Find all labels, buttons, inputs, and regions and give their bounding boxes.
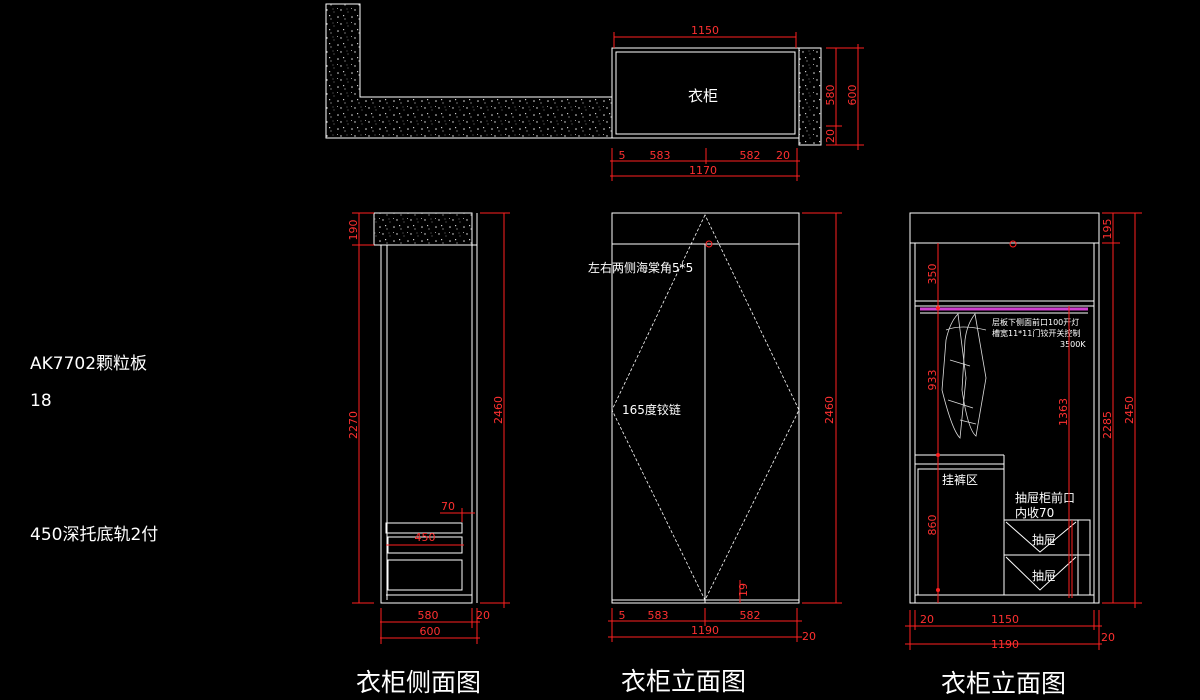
- plan-room-label: 衣柜: [688, 87, 718, 105]
- interior-dim-933: 933: [926, 370, 939, 391]
- front-note-mid: 165度铰链: [622, 402, 681, 417]
- interior-dim-1150: 1150: [991, 613, 1019, 626]
- interior-dim-860: 860: [926, 515, 939, 536]
- side-dim-2270: 2270: [347, 411, 360, 439]
- interior-view-title: 衣柜立面图: [941, 669, 1067, 698]
- front-dim-19: 19: [737, 583, 750, 597]
- material-note: AK7702颗粒板: [30, 354, 148, 374]
- side-dim-190: 190: [347, 220, 360, 241]
- rail-note: 450深托底轨2付: [30, 525, 159, 545]
- front-dim-1190: 1190: [691, 624, 719, 637]
- interior-dim-20-right: 20: [1101, 631, 1115, 644]
- plan-dim-1170: 1170: [689, 164, 717, 177]
- plan-dim-1150: 1150: [691, 24, 719, 37]
- front-dim-2460: 2460: [823, 396, 836, 424]
- drawer-note-2: 内收70: [1015, 506, 1054, 520]
- interior-dim-20-left: 20: [920, 613, 934, 626]
- side-dim-70: 70: [441, 500, 455, 513]
- side-dim-580: 580: [418, 609, 439, 622]
- plan-view: 衣柜 1150 580 600 20 5 583 582 20 1170: [325, 3, 864, 181]
- plan-wall: [325, 3, 613, 139]
- side-dim-600: 600: [420, 625, 441, 638]
- front-note-top: 左右两侧海棠角5*5: [588, 260, 693, 275]
- drawer-label-1: 抽屉: [1032, 533, 1056, 547]
- front-view-title: 衣柜立面图: [621, 667, 747, 696]
- side-view: 190 2270 2460 70 450 580 20 600: [347, 212, 510, 644]
- plan-dim-5: 5: [619, 149, 626, 162]
- drawer-note-1: 抽屉柜前口: [1015, 490, 1075, 505]
- side-top-wall: [373, 212, 473, 246]
- interior-dim-350: 350: [926, 264, 939, 285]
- plan-dim-20b: 20: [776, 149, 790, 162]
- plan-dim-583: 583: [650, 149, 671, 162]
- plan-dim-580: 580: [824, 85, 837, 106]
- front-diamond-pattern: [611, 214, 800, 601]
- plan-wall-right: [798, 47, 822, 146]
- interior-view: 层板下侧面前口100开灯 槽宽11*11门铰开关控制 3500K 挂裤区 抽屉柜…: [905, 212, 1142, 651]
- thickness-note: 18: [30, 391, 52, 411]
- front-view: 左右两侧海棠角5*5 165度铰链 2460 19 5 583 582 1190…: [588, 212, 842, 643]
- side-dim-2460: 2460: [492, 396, 505, 424]
- hanging-clothes-icon: [941, 313, 987, 439]
- interior-dim-1363: 1363: [1057, 398, 1070, 426]
- led-note-2: 槽宽11*11门铰开关控制: [992, 328, 1080, 338]
- side-view-title: 衣柜侧面图: [356, 668, 482, 697]
- plan-dim-20: 20: [824, 129, 837, 143]
- plan-dim-600: 600: [846, 85, 859, 106]
- interior-dim-195: 195: [1101, 219, 1114, 240]
- led-note-1: 层板下侧面前口100开灯: [992, 317, 1079, 327]
- plan-dim-582: 582: [740, 149, 761, 162]
- plan-wardrobe: [611, 47, 800, 139]
- front-dim-583: 583: [648, 609, 669, 622]
- front-dim-5: 5: [619, 609, 626, 622]
- side-dim-20: 20: [476, 609, 490, 622]
- interior-dim-2450: 2450: [1123, 396, 1136, 424]
- interior-dim-1190: 1190: [991, 638, 1019, 651]
- interior-dim-2285: 2285: [1101, 411, 1114, 439]
- led-note-3: 3500K: [1060, 340, 1086, 349]
- front-dim-20: 20: [802, 630, 816, 643]
- side-dim-450: 450: [415, 531, 436, 544]
- drawer-label-2: 抽屉: [1032, 569, 1056, 583]
- pants-zone-label: 挂裤区: [942, 473, 978, 487]
- front-dim-582: 582: [740, 609, 761, 622]
